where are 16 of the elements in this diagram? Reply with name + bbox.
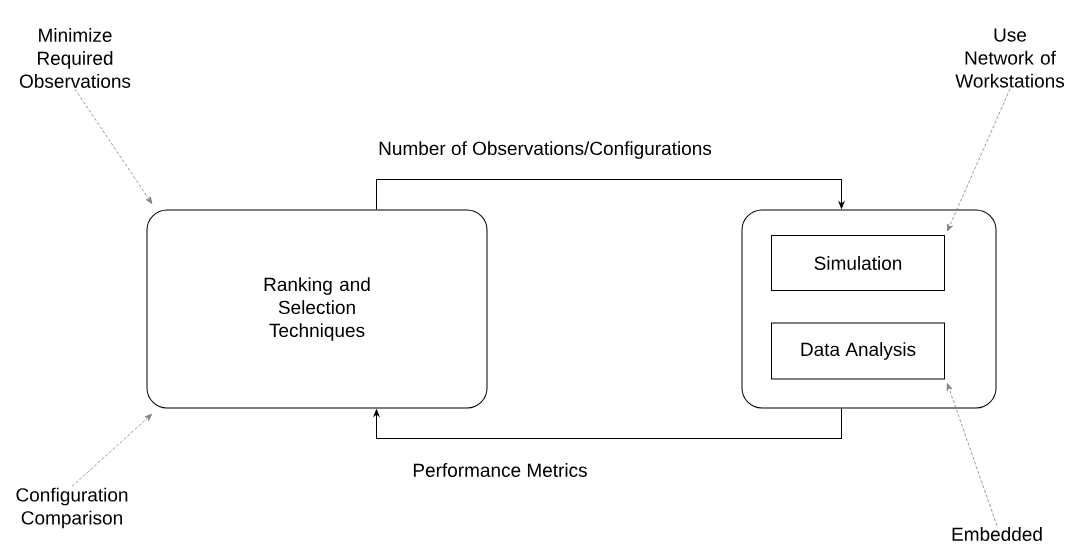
annotation-text: Configuration Comparison — [16, 487, 128, 529]
leader-line — [71, 413, 153, 487]
annotation-text: Minimize Required Observations — [19, 28, 131, 88]
leader-line — [74, 88, 153, 204]
annotation-text: Use Network of Workstations — [955, 28, 1065, 88]
arrow — [376, 179, 845, 210]
edge-label: Performance Metrics — [410, 461, 590, 479]
container-box — [741, 209, 997, 409]
process-box: Ranking and Selection Techniques — [146, 209, 488, 409]
process-box: Simulation — [771, 235, 945, 291]
edge-label: Number of Observations/Configurations — [376, 139, 714, 161]
arrow — [373, 408, 842, 439]
annotation-text: Embedded — [952, 527, 1042, 541]
leader-line — [946, 383, 998, 527]
leader-line — [947, 88, 1011, 232]
process-box: Data Analysis — [771, 322, 945, 380]
